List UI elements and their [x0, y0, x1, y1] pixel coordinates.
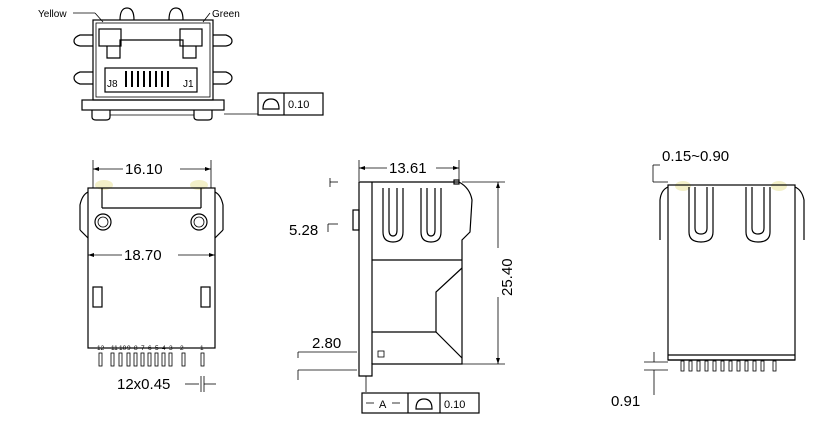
dim-offset-280: 2.80	[312, 335, 341, 352]
dim-offset-528: 5.28	[289, 222, 318, 239]
pin-number-7: 7	[141, 345, 145, 352]
pin-number-1: 1	[200, 345, 204, 352]
green-label: Green	[212, 9, 240, 20]
dim-width-mid: 18.70	[124, 247, 162, 264]
pin-number-9: 9	[127, 345, 131, 352]
dim-width-top: 16.10	[125, 161, 163, 178]
flatness-value-side: 0.10	[444, 399, 465, 411]
contact-pins	[125, 71, 169, 87]
pin-number-6: 6	[148, 345, 152, 352]
datum-a-label: A	[379, 399, 387, 411]
flatness-symbol-icon	[415, 398, 433, 410]
dim-standoff: 0.91	[611, 393, 640, 410]
flatness-value-top: 0.10	[288, 99, 309, 111]
pin-number-3: 3	[169, 345, 173, 352]
top-view: Yellow Green J8 J1	[38, 7, 324, 121]
yellow-label: Yellow	[38, 9, 67, 20]
pin-number-5: 5	[155, 345, 159, 352]
pin-number-2: 2	[180, 345, 184, 352]
dim-range: 0.15~0.90	[662, 148, 729, 165]
j8-label: J8	[107, 79, 118, 90]
pin-number-12: 12	[97, 345, 105, 352]
pin-number-4: 4	[162, 345, 166, 352]
front-view: 16.10 18.70 12 11 10 9 8 7 6 5 4 3 2 1	[79, 160, 224, 393]
side-view: 13.61 5.28 25.40 2.80	[289, 160, 516, 414]
flatness-symbol-icon	[262, 98, 280, 110]
dim-height: 25.40	[499, 258, 516, 296]
j1-label: J1	[183, 79, 194, 90]
front-pins	[98, 352, 205, 367]
pin-number-10: 10	[119, 345, 127, 352]
back-pins	[680, 360, 777, 372]
back-view: 0.15~0.90 0.91	[611, 148, 805, 410]
dim-depth: 13.61	[389, 160, 427, 177]
dim-pin-width: 12x0.45	[117, 376, 170, 393]
pin-number-11: 11	[111, 345, 118, 352]
pin-number-8: 8	[134, 345, 138, 352]
